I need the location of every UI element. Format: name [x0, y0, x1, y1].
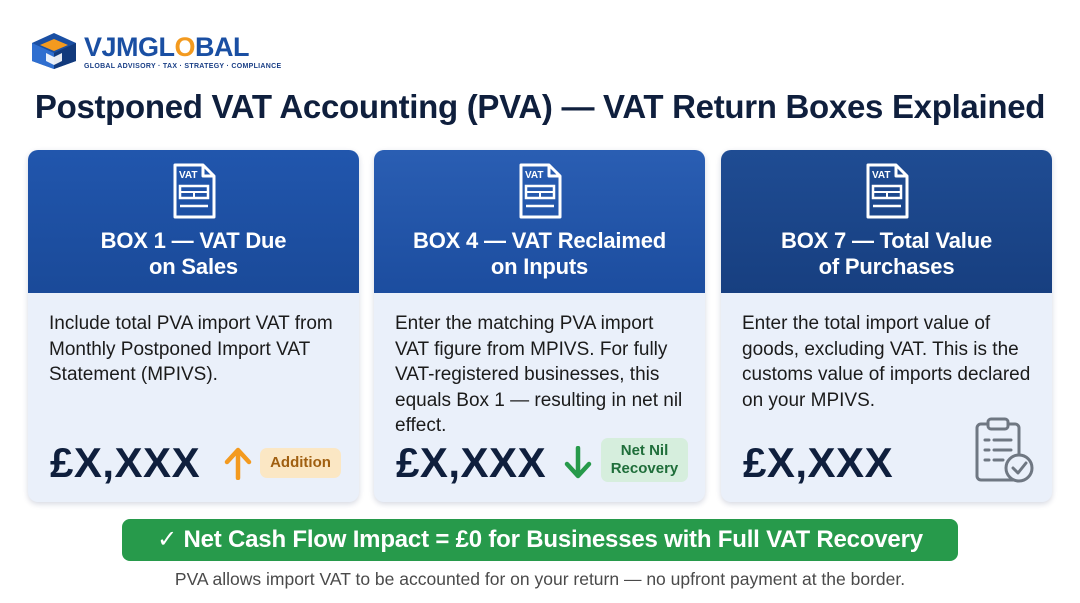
footer-note: PVA allows import VAT to be accounted fo… — [174, 569, 906, 589]
logo-mark-icon — [32, 33, 76, 69]
svg-text:VAT: VAT — [872, 170, 891, 181]
box7-card-header: VAT BOX 7 — Total Value of Purchases — [721, 150, 1052, 293]
page-title: Postponed VAT Accounting (PVA) — VAT Ret… — [34, 88, 1046, 125]
box1-card: VAT BOX 1 — VAT Due on Sales Include tot… — [28, 150, 359, 502]
box4-card-header: VAT BOX 4 — VAT Reclaimed on Inputs — [374, 150, 705, 293]
brand-name-part1: VJM — [84, 31, 139, 62]
box1-amount: £X,XXX — [50, 439, 201, 486]
brand-logo: VJMGLOBAL GLOBAL ADVISORY · TAX · STRATE… — [30, 30, 281, 72]
vat-document-icon: VAT — [519, 163, 561, 219]
box1-card-header: VAT BOX 1 — VAT Due on Sales — [28, 150, 359, 293]
svg-text:VAT: VAT — [179, 170, 198, 181]
box4-card: VAT BOX 4 — VAT Reclaimed on Inputs Ente… — [374, 150, 705, 502]
svg-text:VAT: VAT — [525, 170, 544, 181]
brand-name: VJMGLOBAL — [84, 33, 281, 61]
box1-description: Include total PVA import VAT from Monthl… — [49, 313, 333, 385]
box7-description: Enter the total import value of goods, e… — [742, 313, 1031, 411]
down-arrow-icon — [564, 446, 592, 479]
net-nil-recovery-badge: Net Nil Recovery — [601, 438, 688, 482]
vat-document-icon: VAT — [866, 163, 908, 219]
net-cash-flow-banner: ✓ Net Cash Flow Impact = £0 for Business… — [122, 519, 958, 561]
vat-document-icon: VAT — [173, 163, 215, 219]
brand-tagline: GLOBAL ADVISORY · TAX · STRATEGY · COMPL… — [84, 62, 282, 70]
box7-amount: £X,XXX — [743, 439, 894, 486]
up-arrow-icon — [224, 447, 252, 480]
brand-name-part3: AL — [214, 31, 250, 62]
box4-title: BOX 4 — VAT Reclaimed on Inputs — [413, 228, 666, 279]
clipboard-check-icon — [975, 417, 1034, 483]
box1-title: BOX 1 — VAT Due on Sales — [100, 228, 287, 279]
addition-badge: Addition — [260, 448, 341, 478]
brand-name-part2: GLOB — [138, 31, 215, 62]
box7-title: BOX 7 — Total Value of Purchases — [781, 228, 992, 279]
box7-card: VAT BOX 7 — Total Value of Purchases Ent… — [721, 150, 1052, 502]
box4-amount: £X,XXX — [396, 439, 547, 486]
box4-description: Enter the matching PVA import VAT figure… — [395, 313, 683, 436]
